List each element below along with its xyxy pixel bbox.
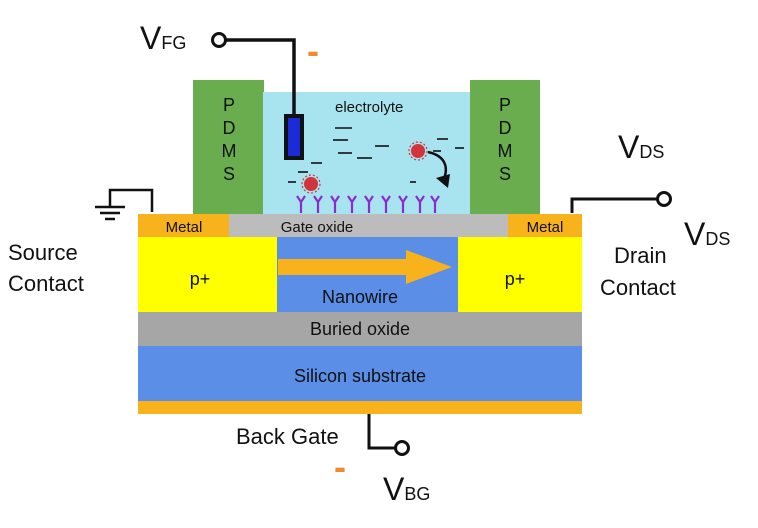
metal-left-contact	[138, 214, 230, 237]
minus-bg-sign: -	[334, 446, 346, 487]
ground-icon	[95, 188, 154, 221]
pdms-left-wall	[193, 80, 264, 214]
nanowire-label: Nanowire	[322, 287, 398, 307]
source-contact-label: Source	[8, 240, 78, 265]
back-gate-label: Back Gate	[236, 424, 339, 449]
v-fg-label: VFG	[140, 20, 186, 56]
pdms-left-letter: D	[223, 118, 236, 138]
p-plus-left-label: p+	[190, 269, 211, 289]
back-gate-layer	[138, 400, 582, 414]
analyte-molecule-icon	[301, 174, 321, 194]
drain-contact-label: Contact	[600, 275, 676, 300]
v-bg-terminal	[394, 440, 410, 456]
buried-oxide-label: Buried oxide	[310, 319, 410, 339]
ion-dashes	[288, 127, 464, 183]
gate-oxide-layer	[229, 213, 509, 237]
p-plus-right-region	[458, 236, 582, 312]
analyte-molecule-icon	[408, 141, 428, 161]
p-plus-right-label: p+	[505, 269, 526, 289]
pdms-right-letter: M	[498, 141, 513, 161]
v-ds-right-label: VDS	[684, 216, 730, 252]
gate-electrode	[217, 38, 304, 160]
pdms-left-letter: S	[223, 164, 235, 184]
pdms-right-letter: D	[499, 118, 512, 138]
gate-oxide-label: Gate oxide	[281, 219, 354, 236]
v-bg-label: VBG	[383, 471, 430, 507]
v-ds-terminal	[656, 191, 672, 207]
v-fg-terminal	[211, 32, 227, 48]
pdms-right-wall	[470, 80, 540, 214]
back-gate-wire	[367, 414, 396, 450]
current-arrow-icon	[278, 250, 452, 284]
source-contact-label: Contact	[8, 271, 84, 296]
metal-left-label: Metal	[166, 219, 203, 236]
v-ds-top-label: VDS	[618, 129, 664, 165]
silicon-substrate-label: Silicon substrate	[294, 366, 426, 386]
pdms-left-letter: P	[223, 95, 235, 115]
pdms-left-letter: M	[222, 141, 237, 161]
metal-right-contact	[508, 214, 582, 237]
pdms-right-letter: P	[499, 95, 511, 115]
drain-contact-label: Drain	[614, 243, 667, 268]
p-plus-left-region	[138, 236, 278, 312]
electrolyte-label: electrolyte	[335, 99, 403, 116]
silicon-substrate-layer	[138, 345, 582, 401]
pdms-right-letter: S	[499, 164, 511, 184]
binding-arrow-icon	[427, 150, 450, 188]
minus-fg-sign: -	[307, 30, 319, 71]
receptor-icons	[296, 195, 440, 213]
drain-wire	[570, 197, 660, 213]
metal-right-label: Metal	[527, 219, 564, 236]
buried-oxide-layer	[138, 311, 582, 346]
